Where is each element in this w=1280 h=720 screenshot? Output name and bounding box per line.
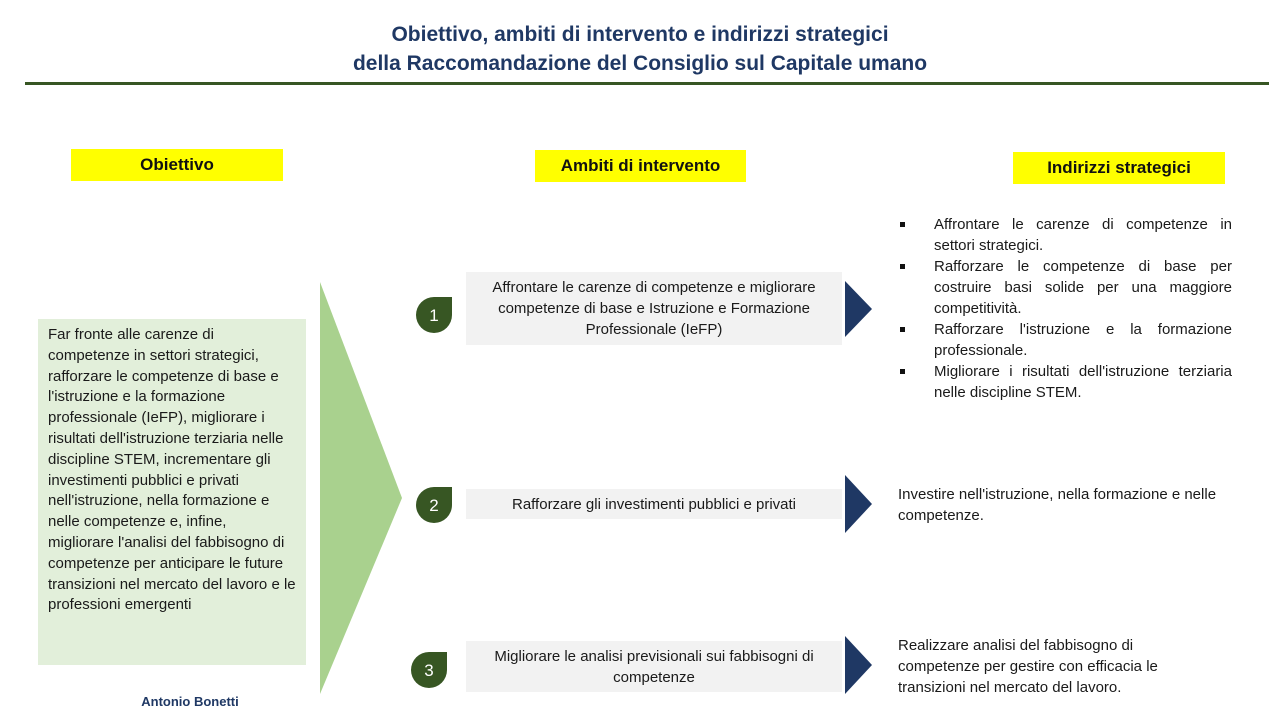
area-box-3: Migliorare le analisi previsionali sui f… — [466, 641, 842, 692]
label-areas: Ambiti di intervento — [535, 150, 746, 182]
strategy-bullet: Rafforzare le competenze di base per cos… — [898, 256, 1232, 319]
title-line-1: Obiettivo, ambiti di intervento e indiri… — [391, 23, 889, 46]
strategy-bullet: Migliorare i risultati dell'istruzione t… — [898, 361, 1232, 403]
label-strategies: Indirizzi strategici — [1013, 152, 1225, 184]
area-text-3: Migliorare le analisi previsionali sui f… — [494, 647, 814, 686]
number-badge-2: 2 — [415, 486, 453, 524]
area-text-1: Affrontare le carenze di competenze e mi… — [492, 279, 816, 338]
area-box-1: Affrontare le carenze di competenze e mi… — [466, 272, 842, 345]
number-badge-1: 1 — [415, 296, 453, 334]
page-title: Obiettivo, ambiti di intervento e indiri… — [0, 20, 1280, 78]
number-badge-3: 3 — [410, 651, 448, 689]
leaf-icon — [411, 652, 447, 688]
strategy-bullet: Rafforzare l'istruzione e la formazione … — [898, 319, 1232, 361]
chevron-right-icon — [845, 636, 872, 694]
bullet-square-icon — [900, 222, 905, 227]
leaf-icon — [416, 487, 452, 523]
number-1: 1 — [429, 306, 439, 325]
chevron-right-icon — [845, 281, 872, 337]
objective-box: Far fronte alle carenze di competenze in… — [38, 319, 306, 665]
number-3: 3 — [424, 661, 434, 680]
strategy-bullet: Affrontare le carenze di competenze in s… — [898, 214, 1232, 256]
bullet-square-icon — [900, 369, 905, 374]
author-name: Antonio Bonetti — [141, 694, 239, 709]
area-box-2: Rafforzare gli investimenti pubblici e p… — [466, 489, 842, 519]
bullet-square-icon — [900, 264, 905, 269]
strategies-area-1: Affrontare le carenze di competenze in s… — [898, 214, 1232, 403]
label-objective: Obiettivo — [71, 149, 283, 181]
chevron-right-icon — [845, 475, 872, 533]
strategies-area-3: Realizzare analisi del fabbisogno di com… — [898, 637, 1158, 696]
area-text-2: Rafforzare gli investimenti pubblici e p… — [511, 495, 797, 513]
number-2: 2 — [429, 496, 439, 515]
big-arrow-icon — [320, 282, 402, 694]
strategies-area-2: Investire nell'istruzione, nella formazi… — [898, 486, 1217, 524]
leaf-icon — [416, 297, 452, 333]
bullet-square-icon — [900, 327, 905, 332]
title-divider — [25, 82, 1269, 85]
title-line-2: della Raccomandazione del Consiglio sul … — [352, 52, 928, 75]
